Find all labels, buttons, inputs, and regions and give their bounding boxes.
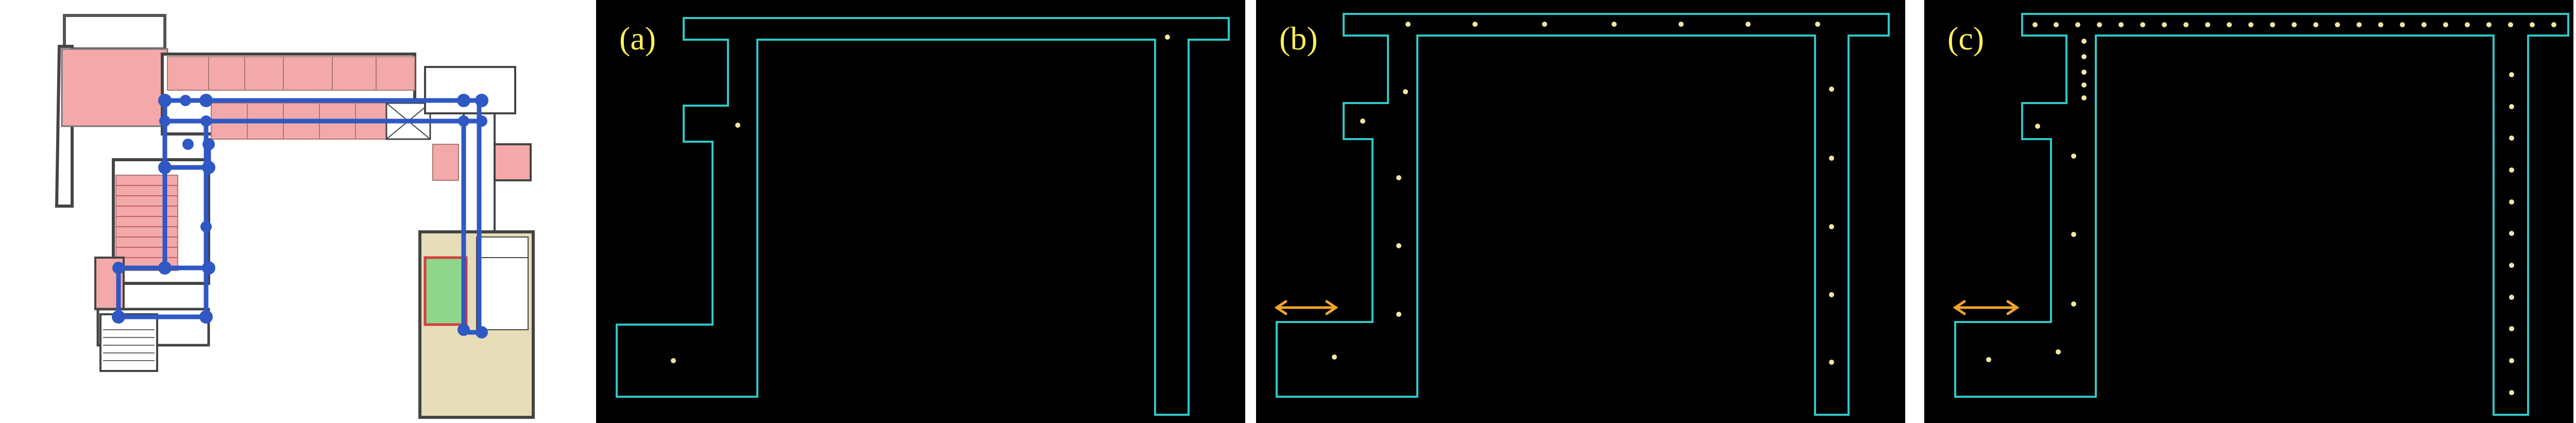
node-dots [671,35,1170,363]
corridor-outline [616,17,1230,416]
panel-label-c: (c) [1947,20,1985,57]
corridor-map-c: (c) [1924,0,2573,423]
corridor-outline [1276,13,1890,416]
corridor-map-a: (a) [596,0,1245,423]
node-dots [1986,22,2556,395]
width-arrow-icon [1953,300,2020,315]
floor-plan-drawing [55,14,535,419]
panel-label-b: (b) [1279,20,1318,57]
panel-label-a: (a) [619,20,656,57]
floor-plan-panel [0,0,592,423]
room-block [61,48,168,127]
node-dots [1332,22,1834,365]
corridor-outline [1954,13,2569,416]
corridor-map-b: (b) [1256,0,1905,423]
width-arrow-icon [1274,300,1338,315]
